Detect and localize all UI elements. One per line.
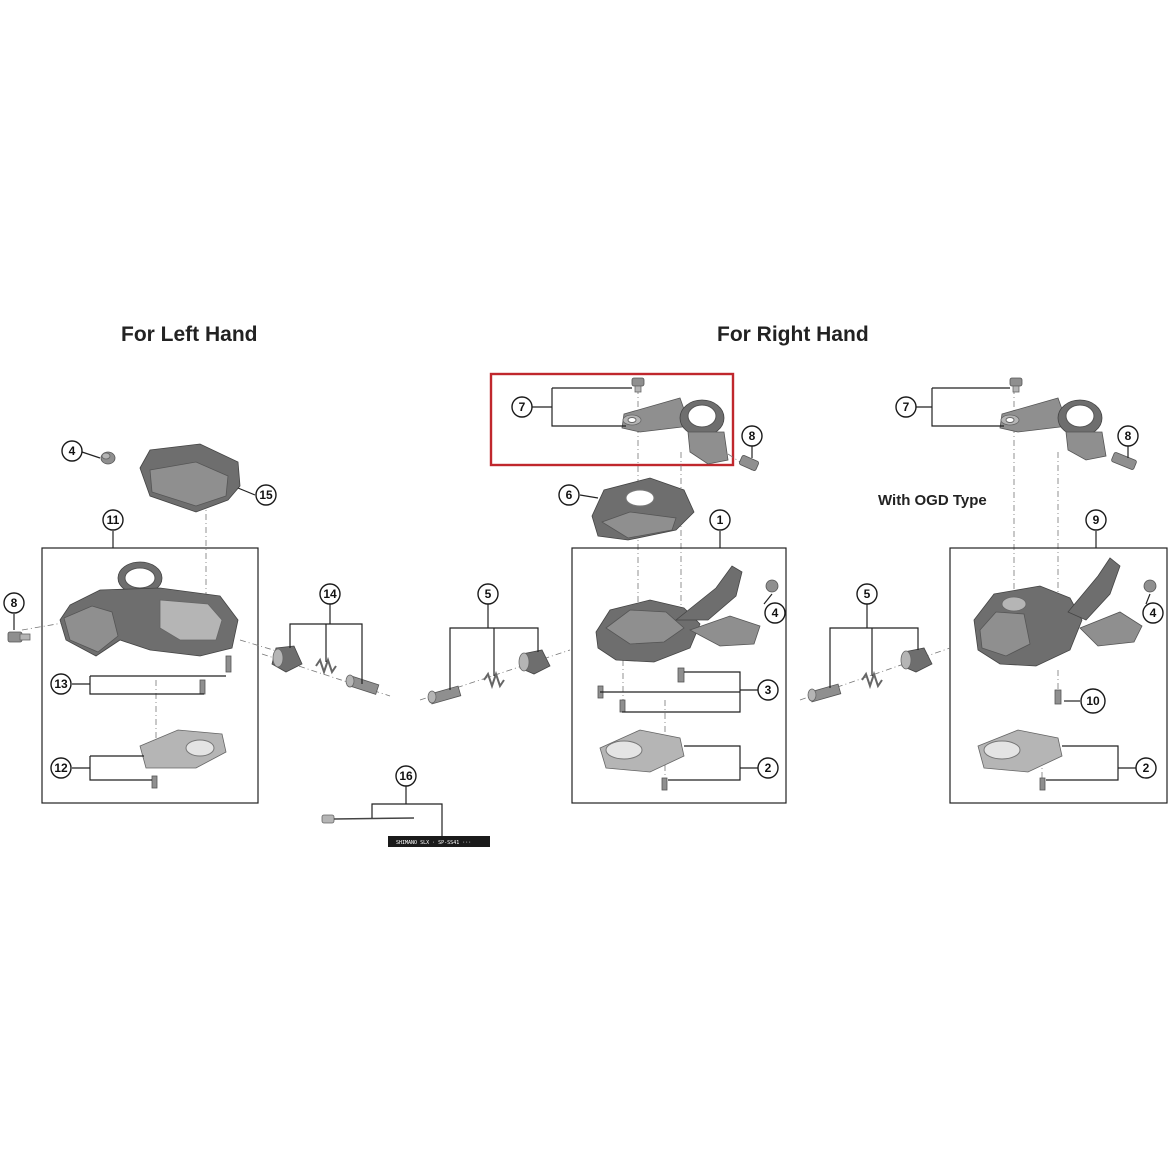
svg-text:11: 11: [107, 513, 120, 527]
svg-text:7: 7: [519, 400, 526, 414]
bottom-cover-part-12: [139, 729, 227, 769]
cable-packaging-label: [388, 836, 490, 847]
svg-text:4: 4: [772, 606, 779, 620]
callout-6: 6: [558, 484, 580, 506]
svg-text:14: 14: [323, 587, 337, 601]
heading-left-hand: For Left Hand: [121, 323, 258, 346]
callout-12: 12: [50, 757, 72, 779]
svg-text:5: 5: [864, 587, 871, 601]
callout-7-right: 7: [511, 396, 533, 418]
adjuster-barrel-icon: [271, 645, 303, 673]
bolt-part-8-ogd: [1111, 452, 1137, 470]
svg-text:12: 12: [54, 761, 68, 775]
nut-icon: [1143, 579, 1157, 593]
callout-4-left: 4: [61, 440, 83, 462]
callout-2-ogd: 2: [1135, 757, 1157, 779]
shifter-body-part-1: [595, 565, 779, 663]
adjuster-barrel-icon: [900, 647, 933, 673]
svg-text:3: 3: [765, 683, 772, 697]
clamp-bolt-icon: [1009, 377, 1023, 393]
spring-icon: [315, 656, 337, 676]
screw-icon: [1054, 689, 1062, 705]
nut-icon: [765, 579, 779, 593]
ogd-type-assembly: 7 8 9 4 10 2: [895, 377, 1168, 804]
screw-icon: [677, 667, 685, 683]
shifter-body-part-9: [973, 557, 1157, 667]
svg-text:10: 10: [1086, 694, 1100, 708]
adjuster-set-part-5-ogd: 5: [799, 583, 951, 703]
left-hand-assembly: 4 15 11 8 13 12: [3, 440, 281, 804]
cable-nipple-icon: [321, 814, 335, 824]
callout-15: 15: [255, 484, 277, 506]
svg-text:15: 15: [259, 488, 273, 502]
spring-icon: [483, 670, 505, 690]
screw-icon: [225, 655, 232, 673]
bottom-cover-part-2: [599, 729, 685, 773]
callout-8-ogd: 8: [1117, 425, 1139, 447]
screw-icon: [619, 699, 626, 713]
svg-text:4: 4: [69, 444, 76, 458]
callout-7-ogd: 7: [895, 396, 917, 418]
screw-icon: [151, 775, 158, 789]
svg-text:16: 16: [399, 769, 413, 783]
svg-text:8: 8: [11, 596, 18, 610]
callout-8-left: 8: [3, 592, 25, 614]
spring-icon: [861, 670, 883, 690]
callout-4-right: 4: [764, 602, 786, 624]
cover-part-15: [139, 443, 241, 513]
heading-right-hand: For Right Hand: [717, 323, 869, 346]
callout-3: 3: [757, 679, 779, 701]
adjuster-barrel-icon: [518, 649, 551, 675]
callout-10: 10: [1080, 688, 1106, 714]
bolt-part-8-right: [738, 455, 760, 471]
cable-end-icon: [345, 674, 380, 695]
callout-1: 1: [709, 509, 731, 531]
screw-icon: [199, 679, 206, 695]
screw-icon: [661, 777, 668, 791]
svg-text:2: 2: [765, 761, 772, 775]
callout-14: 14: [319, 583, 341, 605]
right-shifter-frame: [571, 547, 787, 804]
left-shifter-frame: [41, 547, 259, 804]
callout-8-right: 8: [741, 425, 763, 447]
callout-5-ogd: 5: [856, 583, 878, 605]
adjuster-set-part-5-middle: 5: [419, 583, 571, 705]
cable-end-icon: [807, 683, 842, 703]
svg-text:7: 7: [903, 400, 910, 414]
svg-text:8: 8: [749, 429, 756, 443]
callout-9: 9: [1085, 509, 1107, 531]
callout-4-ogd: 4: [1142, 602, 1164, 624]
bottom-cover-part-2-ogd: [977, 729, 1063, 773]
callout-16: 16: [395, 765, 417, 787]
cable-print-text: SHIMANO SLX · SP-SS41 ···: [396, 840, 471, 846]
ogd-shifter-frame: [949, 547, 1168, 804]
right-hand-assembly: 7 8 6 1 4 3 2: [489, 372, 787, 804]
clamp-band-part-7: [621, 397, 729, 465]
inner-cable-part-16: SHIMANO SLX · SP-SS41 ··· 16: [321, 765, 490, 847]
heading-ogd-type: With OGD Type: [878, 492, 987, 509]
svg-text:6: 6: [566, 488, 573, 502]
svg-text:4: 4: [1150, 606, 1157, 620]
svg-text:1: 1: [717, 513, 724, 527]
callout-5-middle: 5: [477, 583, 499, 605]
bolt-part-8-left: [7, 631, 31, 643]
svg-text:2: 2: [1143, 761, 1150, 775]
clamp-bolt-icon: [631, 377, 645, 393]
svg-text:5: 5: [485, 587, 492, 601]
nut-part-4-left: [100, 451, 116, 465]
clamp-band-part-7-ogd: [999, 397, 1107, 461]
shifter-body-part-11: [59, 561, 239, 657]
screw-icon: [1039, 777, 1046, 791]
callout-2-right: 2: [757, 757, 779, 779]
callout-11: 11: [102, 509, 124, 531]
svg-text:13: 13: [54, 677, 68, 691]
svg-text:8: 8: [1125, 429, 1132, 443]
highlight-box-part-7: [489, 372, 735, 467]
cable-end-icon: [427, 685, 462, 705]
adjuster-set-part-14: 14: [261, 583, 391, 697]
svg-text:9: 9: [1093, 513, 1100, 527]
callout-13: 13: [50, 673, 72, 695]
cover-part-6: [591, 477, 695, 541]
